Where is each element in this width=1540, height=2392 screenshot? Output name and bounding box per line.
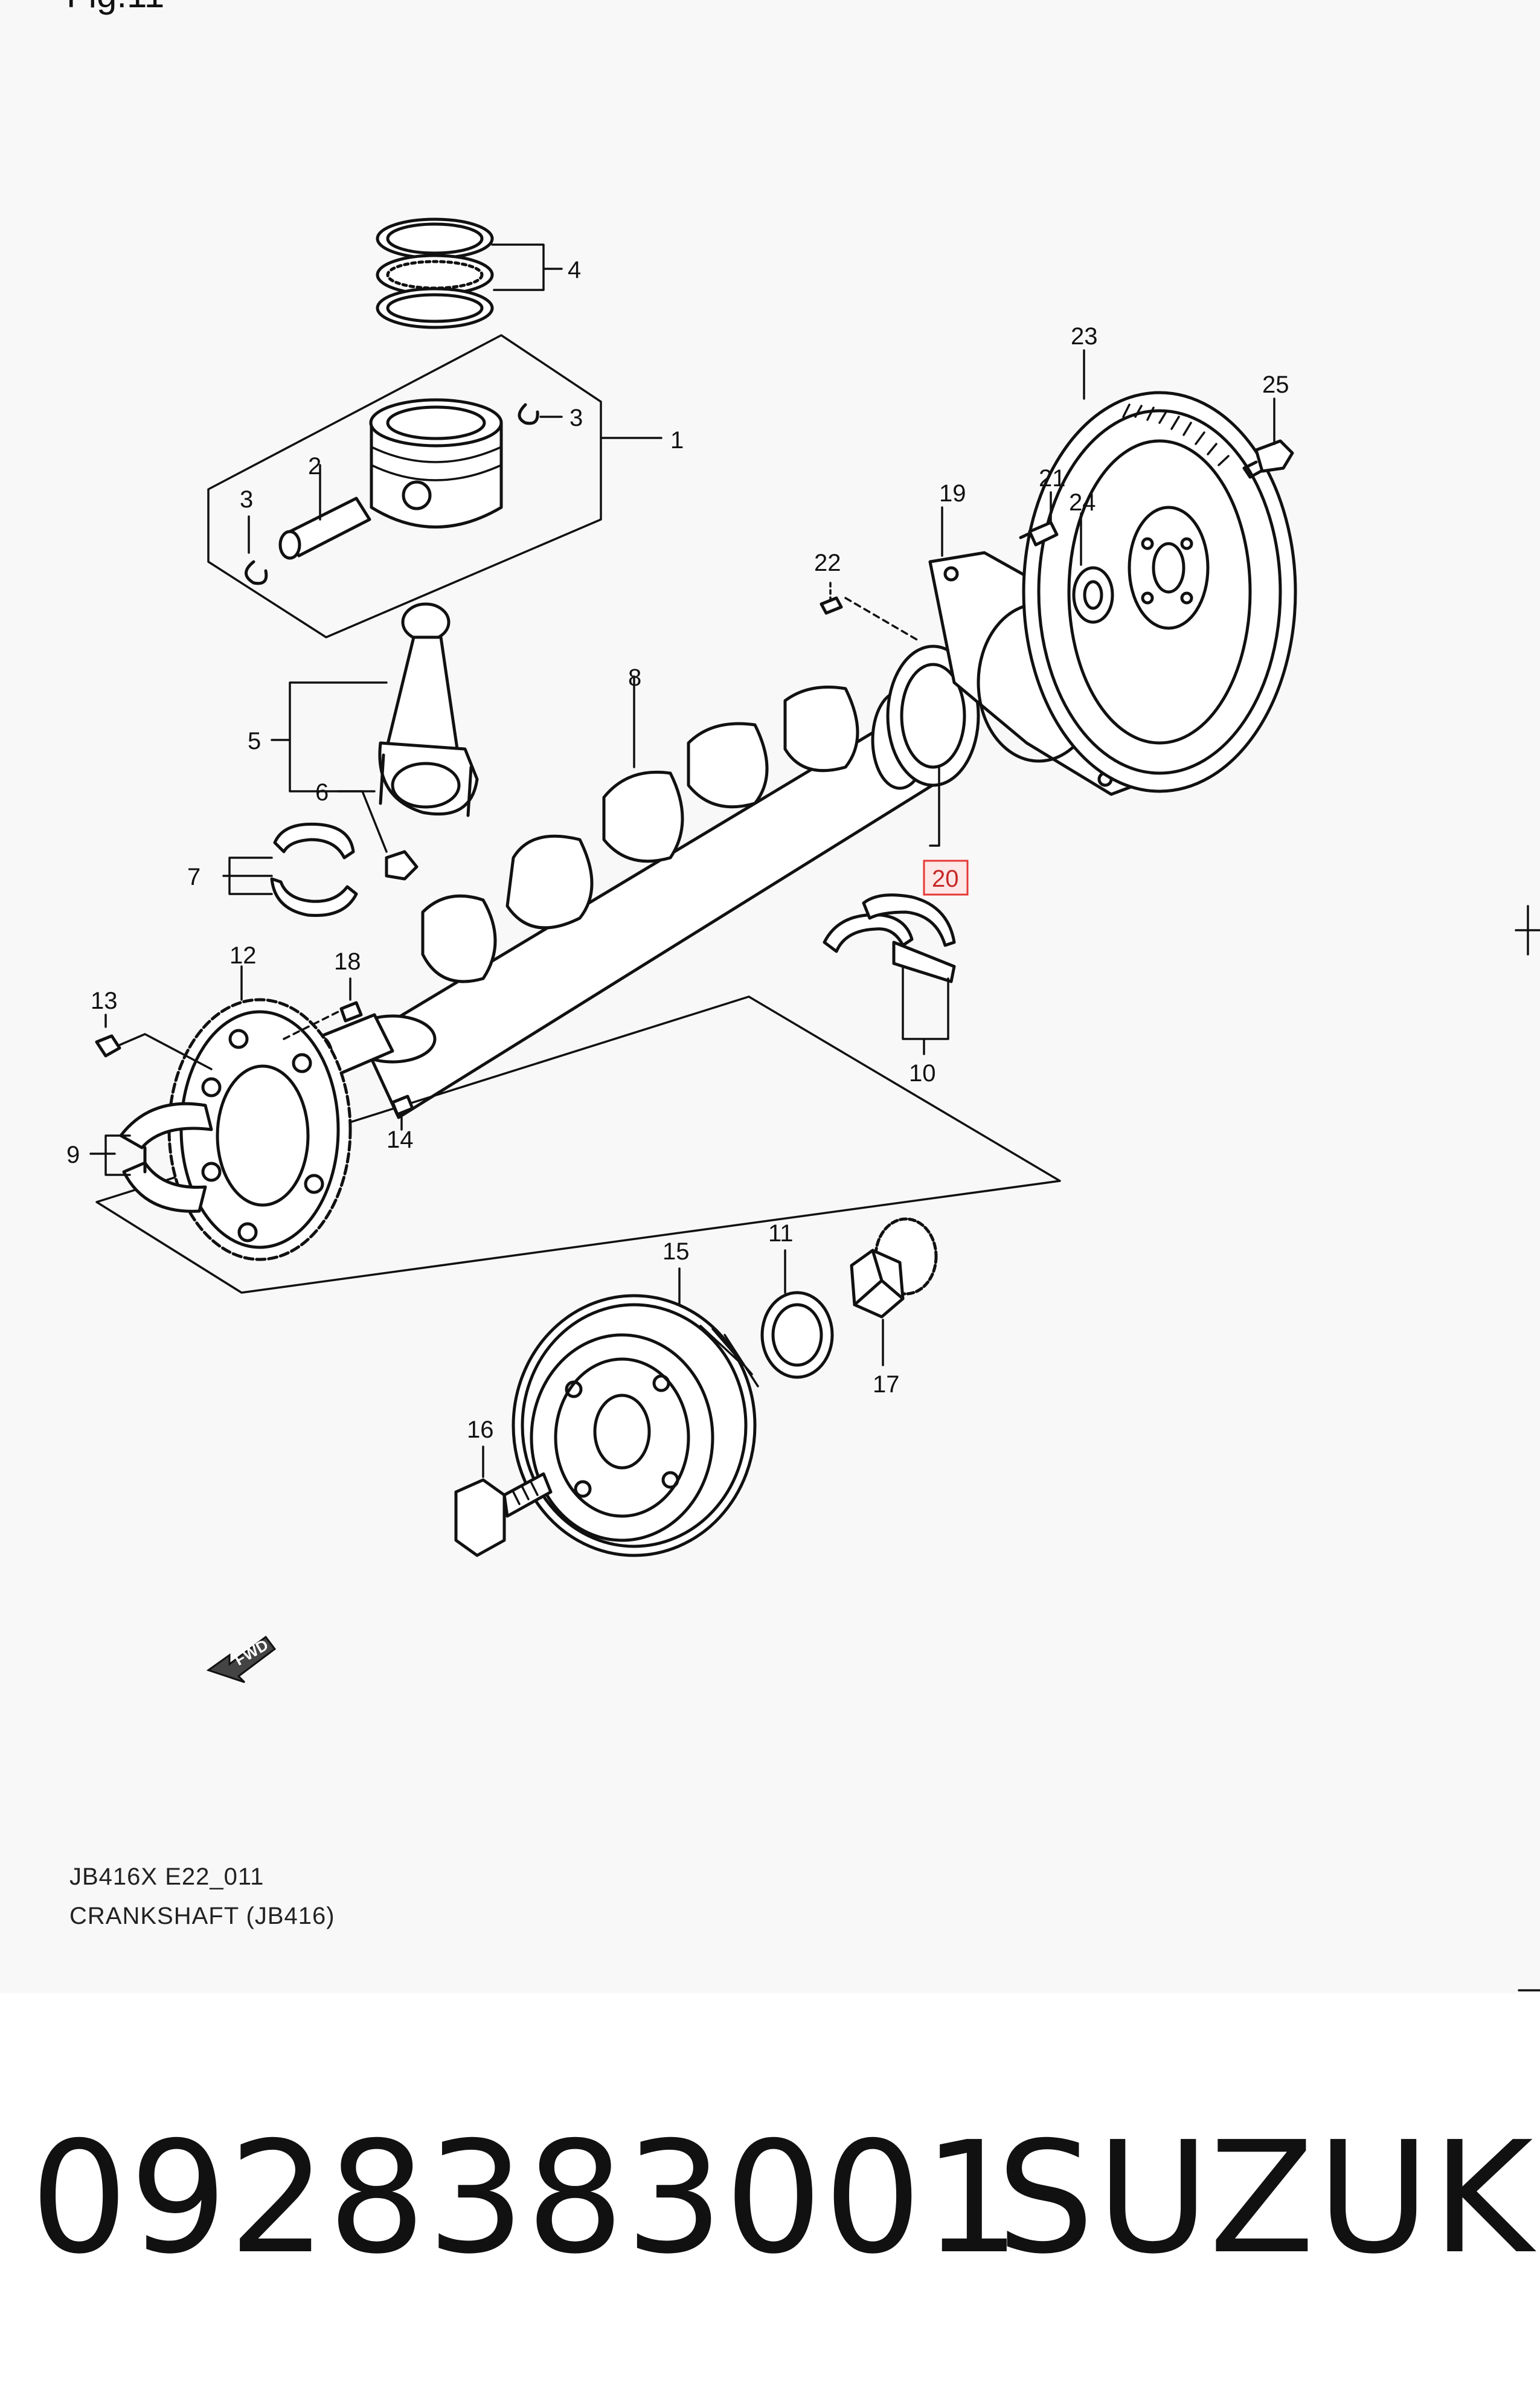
callout-22: 22 (814, 550, 841, 576)
callout-20: 20 (932, 866, 959, 892)
callout-24: 24 (1069, 489, 1096, 516)
callout-5: 5 (248, 728, 261, 754)
pilot-bearing (1072, 566, 1114, 624)
callout-1: 1 (670, 427, 684, 454)
callout-17: 17 (873, 1371, 900, 1398)
fig-label: Fig.11 (66, 0, 164, 15)
crank-pulley (512, 1294, 759, 1557)
figure-code: JB416X E22_011 (69, 1863, 265, 1890)
callout-4: 4 (568, 257, 581, 283)
callout-7: 7 (187, 864, 201, 890)
front-oil-seal (760, 1291, 834, 1379)
callout-15: 15 (663, 1238, 690, 1265)
snap-ring-right (518, 403, 539, 425)
piston-rings (376, 217, 494, 329)
callout-19: 19 (939, 480, 966, 507)
key-14 (391, 1095, 414, 1116)
callout-25: 25 (1262, 371, 1289, 398)
callout-6: 6 (315, 779, 329, 806)
callout-23: 23 (1071, 323, 1098, 350)
callout-8: 8 (628, 664, 641, 691)
flywheel (1022, 391, 1297, 793)
key-18 (339, 1001, 363, 1023)
sprocket-bolt (95, 1034, 121, 1058)
piston (369, 398, 503, 529)
callout-12: 12 (229, 942, 257, 969)
callout-13: 13 (91, 988, 118, 1014)
callout-10: 10 (909, 1060, 936, 1087)
callout-2: 2 (308, 453, 321, 480)
callout-21: 21 (1039, 465, 1066, 492)
brand-name: SUZUKI (996, 2109, 1540, 2288)
footer-bar (0, 1993, 1540, 2392)
crank-timing-gear (850, 1217, 938, 1319)
rod-bearing (270, 822, 358, 918)
thrust-bearing (119, 1102, 213, 1213)
snap-ring-left (245, 560, 268, 585)
callout-9: 9 (66, 1142, 80, 1168)
callout-18: 18 (334, 948, 361, 975)
bolt-25 (1242, 439, 1294, 479)
rod-nut (385, 850, 419, 881)
highlight-box-20 (923, 860, 969, 896)
figure-title: CRANKSHAFT (JB416) (69, 1903, 335, 1929)
part-number: 0928383001 (30, 2109, 1022, 2288)
callout-16: 16 (467, 1416, 494, 1443)
connecting-rod (378, 602, 479, 817)
fwd-arrow-icon: FWD (206, 1636, 277, 1683)
callout-3b: 3 (569, 405, 583, 431)
exploded-parts-diagram: Fig.11 (66, 0, 1540, 1992)
callout-11: 11 (768, 1220, 794, 1247)
timing-sprocket (167, 998, 352, 1261)
edge-mark (1515, 905, 1540, 956)
callout-14: 14 (387, 1127, 414, 1153)
piston-pin (278, 497, 371, 560)
callout-3a: 3 (240, 486, 253, 513)
pulley-bolt (454, 1472, 553, 1557)
diagram-panel: Fig.11 (66, 0, 1540, 1992)
main-bearing (823, 893, 956, 983)
flywheel-bolt (1019, 521, 1059, 547)
